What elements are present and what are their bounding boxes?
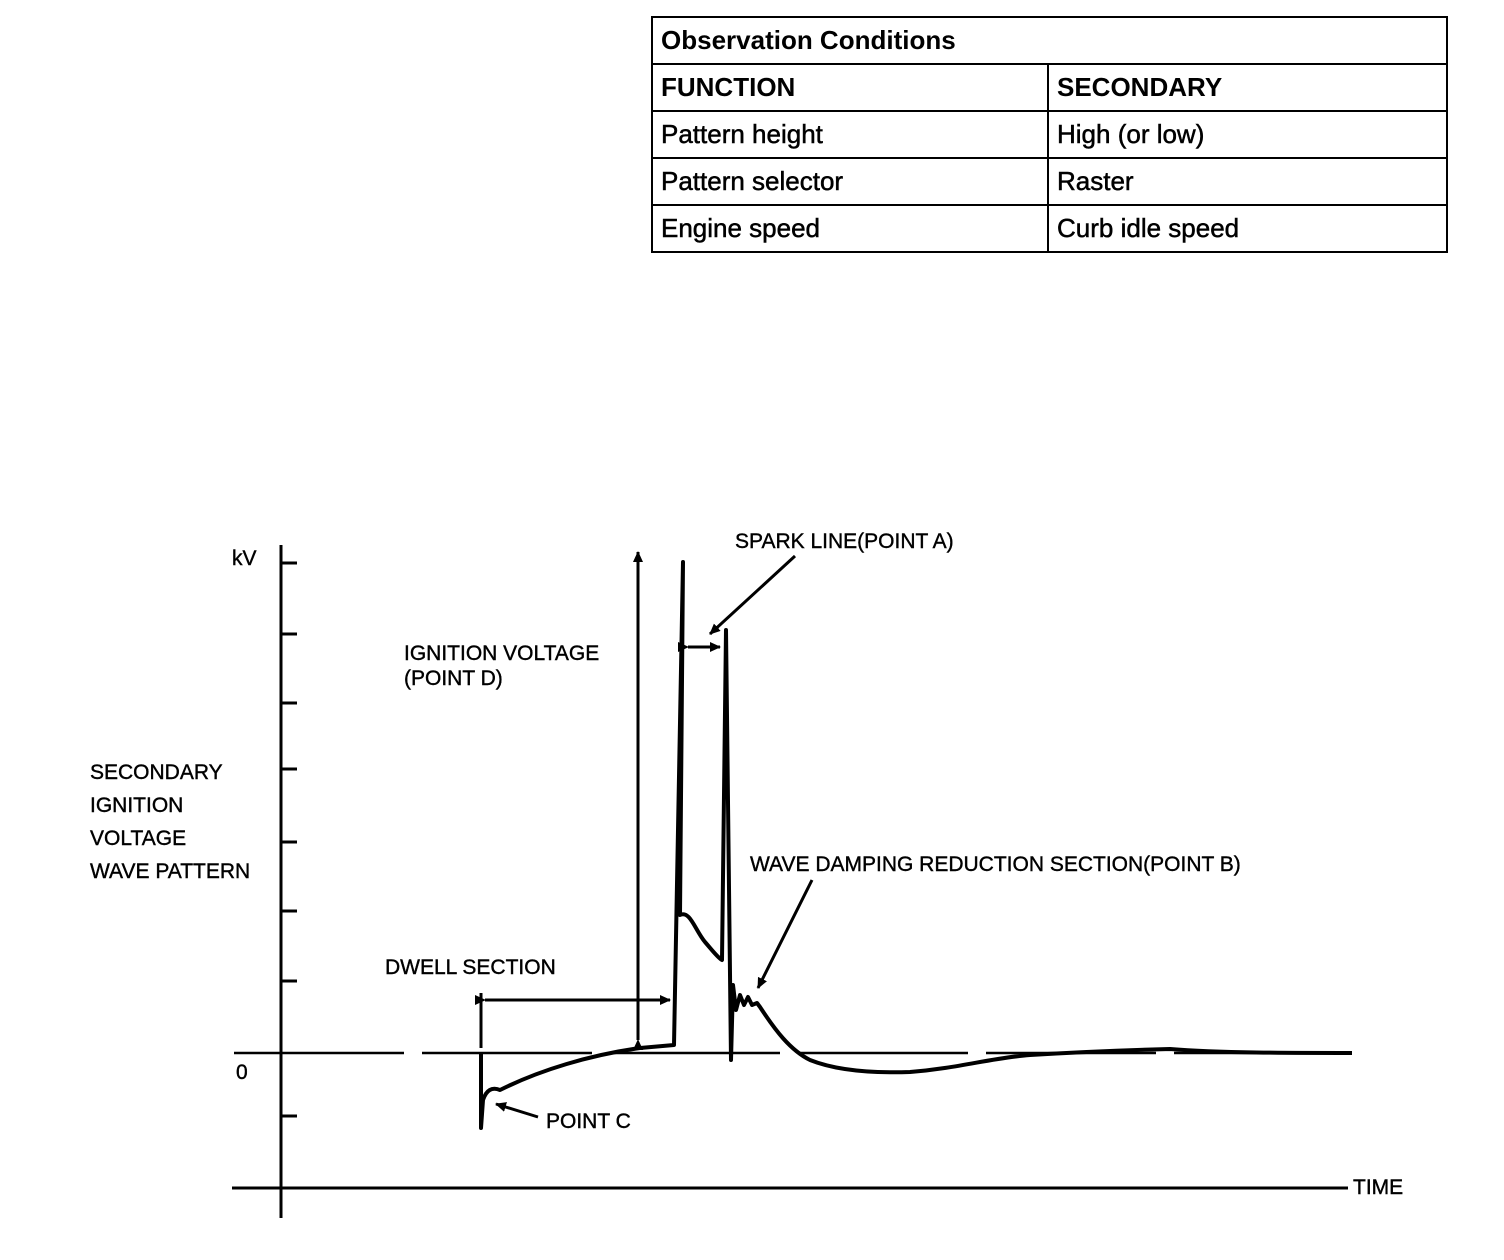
header-secondary: SECONDARY — [1047, 63, 1448, 112]
table-title-row: Observation Conditions — [651, 16, 1448, 65]
y-axis-title-line: SECONDARY — [90, 761, 223, 784]
table-cell: Pattern height — [651, 110, 1049, 159]
zero-label: 0 — [236, 1061, 248, 1084]
point-c-label: POINT C — [546, 1110, 631, 1133]
table-title: Observation Conditions — [651, 16, 1448, 65]
y-axis-ticks — [281, 561, 297, 1118]
table-cell: Raster — [1047, 157, 1448, 206]
x-axis-label: TIME — [1353, 1176, 1403, 1199]
table-cell: Curb idle speed — [1047, 204, 1448, 253]
point-c-leader — [495, 1102, 539, 1119]
spark-line-leader — [708, 554, 797, 636]
y-axis-title-line: VOLTAGE — [90, 827, 186, 850]
table-row: Pattern selector Raster — [651, 157, 1448, 206]
table-header-row: FUNCTION SECONDARY — [651, 63, 1448, 112]
observation-conditions-table: Observation Conditions FUNCTION SECONDAR… — [651, 16, 1448, 253]
dwell-section-label: DWELL SECTION — [385, 956, 556, 979]
spark-line-label: SPARK LINE(POINT A) — [735, 530, 954, 553]
ignition-voltage-label: IGNITION VOLTAGE — [404, 642, 599, 665]
table-row: Pattern height High (or low) — [651, 110, 1448, 159]
table-cell: Engine speed — [651, 204, 1049, 253]
point-b-leader — [756, 879, 814, 989]
ignition-voltage-label: (POINT D) — [404, 667, 503, 690]
header-function: FUNCTION — [651, 63, 1049, 112]
table-cell: High (or low) — [1047, 110, 1448, 159]
table-cell: Pattern selector — [651, 157, 1049, 206]
table-row: Engine speed Curb idle speed — [651, 204, 1448, 253]
y-axis-title-line: IGNITION — [90, 794, 183, 817]
secondary-voltage-waveform — [479, 560, 1353, 1130]
y-axis-title-line: WAVE PATTERN — [90, 860, 250, 883]
y-axis-unit-label: kV — [232, 547, 257, 570]
wave-damping-label: WAVE DAMPING REDUCTION SECTION(POINT B) — [750, 853, 1241, 876]
